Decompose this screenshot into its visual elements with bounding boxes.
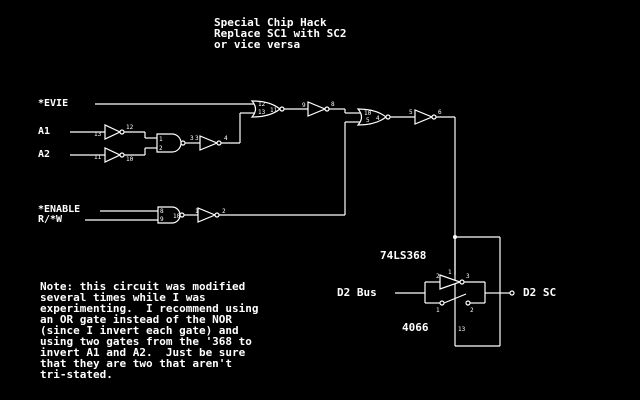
pin-and-in-b: 9: [160, 216, 164, 223]
chip-label: 74LS368: [380, 249, 427, 262]
note-line-2: several times while I was: [40, 291, 206, 304]
pin-inv1-out2: 8: [331, 101, 335, 108]
note-line-8: that they are two that aren't: [40, 357, 233, 370]
pin-inv1-out: 9: [302, 102, 306, 109]
switch-label: 4066: [402, 321, 429, 334]
inverter-a1: 13 12: [94, 124, 157, 140]
pin-sw-a: 1: [436, 307, 440, 314]
d2-bus-label: D2 Bus: [337, 286, 377, 299]
pin-nor1-in-b: 13: [258, 109, 266, 116]
signal-a1-label: A1: [38, 126, 51, 137]
diagram-title: Special Chip Hack Replace SC1 with SC2 o…: [214, 17, 346, 50]
note-line-7: invert A1 and A2. Just be sure: [40, 346, 246, 359]
signal-a2-label: A2: [38, 149, 51, 160]
d2-sc-label: D2 SC: [523, 286, 557, 299]
inverter-enable: 1 2: [195, 121, 360, 223]
pin-inva2-out: 10: [126, 156, 134, 163]
note-text: Note: this circuit was modified several …: [40, 281, 259, 380]
analog-switch: 1 2 13: [425, 293, 486, 333]
note-line-9: tri-stated.: [40, 368, 113, 381]
nand-gate-a: 1 2 3: [156, 133, 200, 153]
title-line-1: Special Chip Hack: [214, 16, 327, 29]
pin-buf-in: 2: [436, 273, 440, 280]
title-line-3: or vice versa: [214, 38, 301, 51]
or-gate-2: 10 5 4: [356, 108, 415, 126]
pin-or1-in-b: 5: [366, 117, 370, 124]
pin-inva1-out: 12: [126, 124, 134, 131]
note-line-4: an OR gate instead of the NOR: [40, 313, 233, 326]
pin-nand-in-b: 2: [159, 145, 163, 152]
signal-enable-label: *ENABLE: [38, 204, 81, 215]
inverter-a2: 11 10: [94, 147, 157, 163]
pin-inv4-out: 2: [222, 208, 226, 215]
tristate-buffer: 1 2 3: [395, 235, 515, 347]
pin-nor1-out: 11: [270, 107, 278, 114]
note-line-1: Note: this circuit was modified: [40, 280, 246, 293]
pin-inv3-in: 3: [195, 135, 199, 142]
pin-buf-en: 1: [448, 269, 452, 276]
signal-evie-label: *EVIE: [38, 98, 69, 109]
pin-inva2-in: 11: [94, 154, 102, 161]
note-line-6: using two gates from the '368 to: [40, 335, 252, 348]
pin-sw-ctl: 13: [458, 326, 466, 333]
nor-gate-1: 12 13 11: [250, 100, 308, 118]
note-line-5: (since I invert each gate) and: [40, 324, 239, 337]
pin-inv2-out: 6: [438, 109, 442, 116]
signal-rw-label: R/*W: [38, 214, 63, 225]
pin-inv2-in: 5: [409, 109, 413, 116]
inverter-2: 5 6: [409, 109, 456, 346]
pin-or1-out: 4: [376, 115, 380, 122]
pin-sw-b: 2: [470, 307, 474, 314]
and-gate-enable: 8 9 10: [157, 206, 198, 224]
note-line-3: experimenting. I recommend using: [40, 302, 259, 315]
pin-inv4-in: 1: [195, 208, 199, 215]
pin-and-in-a: 8: [160, 208, 164, 215]
pin-buf-out: 3: [466, 273, 470, 280]
pin-inv3-out: 4: [224, 135, 228, 142]
pin-nor1-in-a: 12: [258, 101, 266, 108]
title-line-2: Replace SC1 with SC2: [214, 27, 347, 40]
pin-inva1-in: 13: [94, 131, 102, 138]
pin-and-out: 10: [173, 213, 181, 220]
pin-nand-out: 3: [190, 135, 194, 142]
inverter-1: 9 8: [302, 101, 360, 117]
pin-nand-in-a: 1: [159, 136, 163, 143]
inverter-nand: 3 4: [195, 112, 254, 151]
pin-or1-in-a: 10: [364, 110, 372, 117]
